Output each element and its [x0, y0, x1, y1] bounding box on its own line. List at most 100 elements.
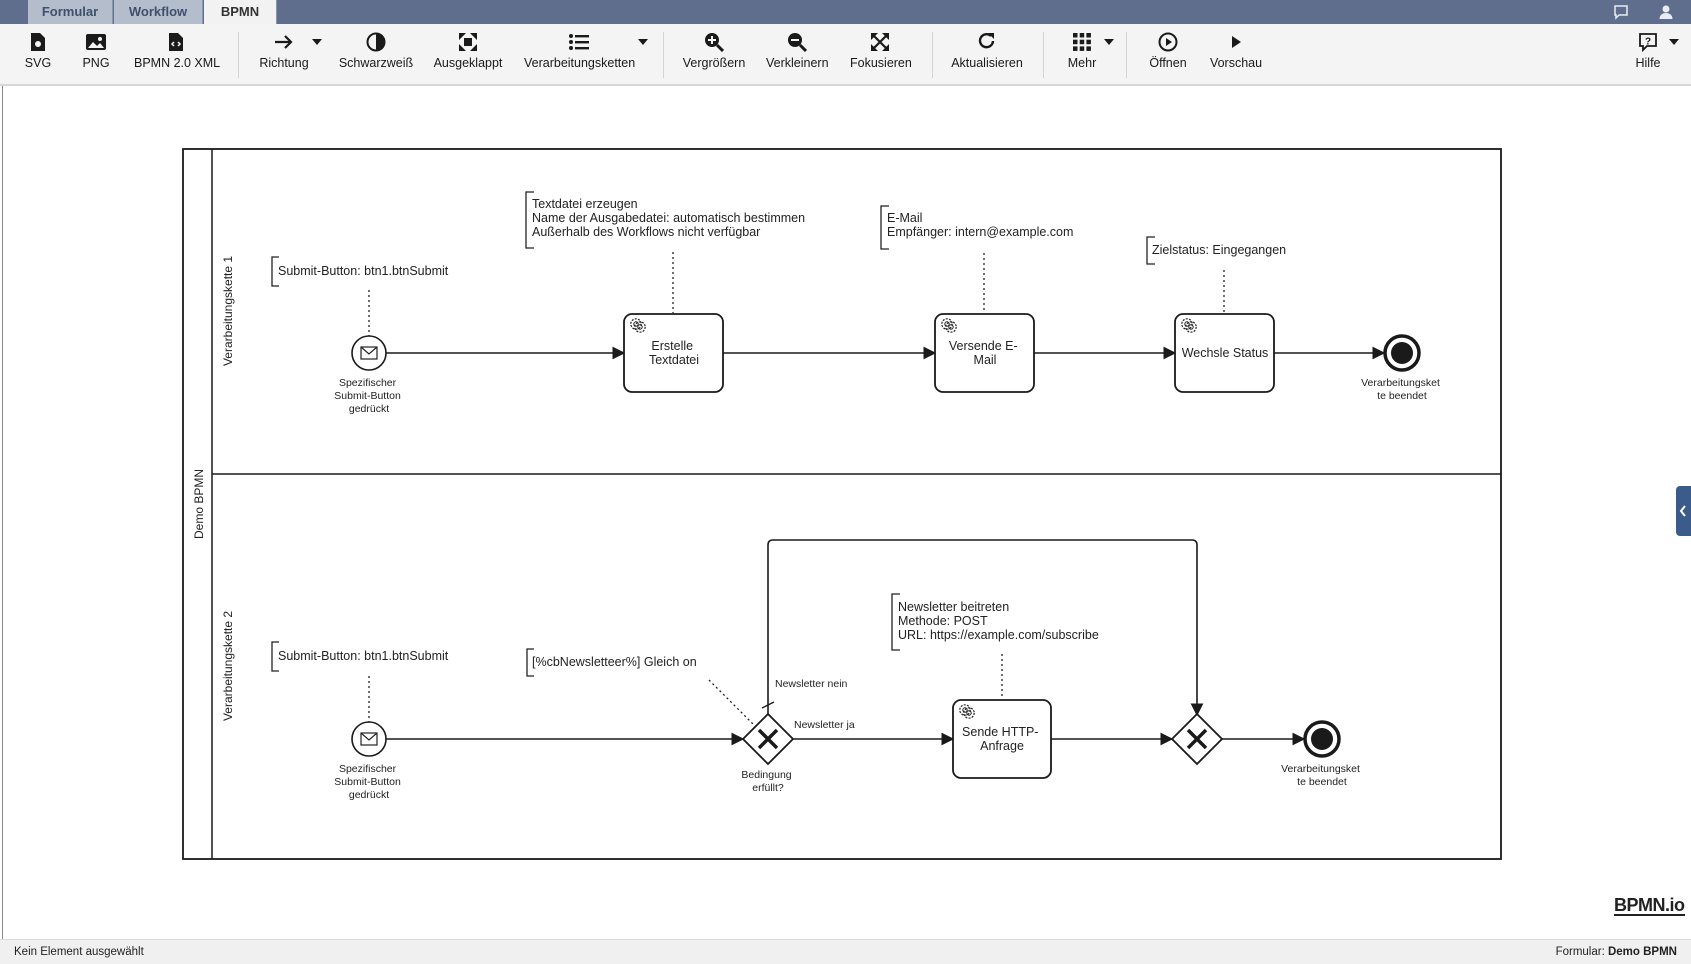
lane1-start-annotation: Submit-Button: btn1.btnSubmit	[278, 264, 449, 278]
flow-label-no: Newsletter nein	[775, 678, 848, 690]
form-status: Formular: Demo BPMN	[1556, 940, 1677, 964]
lane1-task-change-status[interactable]: Wechsle Status	[1174, 313, 1275, 393]
zoom-in-icon	[705, 33, 724, 52]
focus-button[interactable]: Fokusieren	[850, 32, 912, 82]
separator	[932, 32, 933, 78]
export-svg-button[interactable]: SVG	[20, 32, 56, 82]
expand-icon	[459, 33, 477, 51]
export-png-button[interactable]: PNG	[78, 32, 114, 82]
svg-text:?: ?	[1645, 37, 1651, 48]
comment-icon[interactable]	[1613, 4, 1629, 25]
direction-button[interactable]: Richtung	[256, 32, 312, 82]
zoom-in-label: Vergrößern	[682, 56, 746, 70]
arrow-right-icon	[275, 35, 293, 49]
file-image-icon	[31, 33, 45, 51]
refresh-label: Aktualisieren	[951, 56, 1023, 70]
lane-2-name: Verarbeitungskette 2	[221, 611, 235, 721]
export-svg-label: SVG	[24, 56, 52, 70]
side-panel-toggle[interactable]	[1676, 486, 1691, 536]
open-button[interactable]: Öffnen	[1146, 32, 1190, 82]
processing-chains-button[interactable]: Verarbeitungsketten	[524, 32, 636, 82]
user-icon[interactable]	[1658, 4, 1674, 25]
toolbar: SVG PNG BPMN 2.0 XML Richtung Schwarzwei…	[0, 24, 1691, 86]
export-xml-label: BPMN 2.0 XML	[134, 56, 221, 70]
bpmn-diagram: Demo BPMN Verarbeitungskette 1 Verarbeit…	[182, 148, 1502, 860]
form-status-label: Formular:	[1555, 946, 1605, 958]
direction-label: Richtung	[259, 56, 309, 70]
chevron-left-icon	[1679, 505, 1686, 517]
grid-icon	[1073, 33, 1091, 51]
contrast-icon	[366, 32, 386, 52]
separator	[1126, 32, 1127, 78]
zoom-in-button[interactable]: Vergrößern	[682, 32, 746, 82]
help-button[interactable]: ? Hilfe	[1630, 32, 1666, 82]
chevron-down-icon[interactable]	[1104, 38, 1114, 46]
play-icon	[1232, 36, 1241, 48]
zoom-out-button[interactable]: Verkleinern	[766, 32, 829, 82]
open-label: Öffnen	[1149, 56, 1187, 70]
play-circle-icon	[1158, 32, 1178, 52]
lane-1-name: Verarbeitungskette 1	[221, 256, 235, 366]
lane1-task3-annotation: Zielstatus: Eingegangen	[1152, 243, 1286, 257]
processing-chains-label: Verarbeitungsketten	[524, 56, 636, 70]
refresh-icon	[978, 33, 995, 49]
lane2-merge-gateway[interactable]	[1170, 712, 1224, 766]
lane2-start-label: Spezifischer Submit-Button gedrückt	[334, 763, 403, 801]
arrows-expand-icon	[871, 33, 889, 51]
focus-label: Fokusieren	[850, 56, 912, 70]
svg-text:Sende HTTP- Anfrage: Sende HTTP- Anfrage	[962, 725, 1042, 753]
preview-button[interactable]: Vorschau	[1206, 32, 1266, 82]
lane2-end-label: Verarbeitungsket te beendet	[1281, 763, 1363, 788]
svg-text:Wechsle Status: Wechsle Status	[1182, 346, 1269, 360]
svg-text:Erstelle Textdatei: Erstelle Textdatei	[649, 339, 699, 367]
separator	[663, 32, 664, 78]
lane1-task1-annotation: Textdatei erzeugen Name der Ausgabedatei…	[532, 197, 809, 239]
status-bar: Kein Element ausgewählt Formular: Demo B…	[0, 939, 1691, 964]
tab-bar: Formular Workflow BPMN	[0, 0, 1691, 24]
black-white-label: Schwarzweiß	[338, 56, 414, 70]
lane2-exclusive-gateway[interactable]	[741, 712, 795, 766]
expanded-label: Ausgeklappt	[433, 56, 503, 70]
list-icon	[569, 34, 589, 50]
preview-label: Vorschau	[1209, 56, 1263, 70]
lane2-task-annotation: Newsletter beitreten Methode: POST URL: …	[898, 600, 1099, 642]
file-code-icon	[169, 33, 183, 51]
flow-label-yes: Newsletter ja	[794, 719, 855, 731]
tab-workflow[interactable]: Workflow	[114, 0, 203, 24]
lane1-task-send-email[interactable]: Versende E- Mail	[934, 313, 1035, 393]
lane1-task-create-textfile[interactable]: Erstelle Textdatei	[623, 313, 724, 393]
tab-formular[interactable]: Formular	[28, 0, 113, 24]
lane2-end-event[interactable]	[1303, 720, 1341, 758]
expanded-button[interactable]: Ausgeklappt	[432, 32, 504, 82]
lane2-start-event[interactable]	[351, 721, 387, 757]
chevron-down-icon[interactable]	[312, 38, 322, 46]
export-xml-button[interactable]: BPMN 2.0 XML	[134, 32, 221, 82]
pool-name: Demo BPMN	[192, 469, 206, 539]
export-png-label: PNG	[82, 56, 110, 70]
more-label: Mehr	[1067, 56, 1097, 70]
pool[interactable]	[182, 148, 1502, 860]
bpmn-io-logo[interactable]: BPMN.io	[1614, 895, 1685, 916]
tab-bpmn[interactable]: BPMN	[204, 0, 277, 24]
lane1-task2-annotation: E-Mail Empfänger: intern@example.com	[887, 211, 1073, 239]
help-label: Hilfe	[1635, 56, 1661, 70]
separator	[238, 32, 239, 78]
chevron-down-icon[interactable]	[638, 38, 648, 46]
chevron-down-icon[interactable]	[1669, 38, 1679, 46]
black-white-button[interactable]: Schwarzweiß	[336, 32, 416, 82]
lane1-end-event[interactable]	[1383, 334, 1421, 372]
separator	[1043, 32, 1044, 78]
lane1-start-event[interactable]	[351, 335, 387, 371]
lane1-start-label: Spezifischer Submit-Button gedrückt	[334, 377, 403, 415]
selection-status: Kein Element ausgewählt	[14, 946, 144, 958]
lane2-gateway-label: Bedingung erfüllt?	[741, 769, 794, 794]
refresh-button[interactable]: Aktualisieren	[950, 32, 1024, 82]
form-status-value: Demo BPMN	[1607, 946, 1677, 958]
more-button[interactable]: Mehr	[1062, 32, 1102, 82]
lane2-task-send-http-request[interactable]: Sende HTTP- Anfrage	[952, 699, 1052, 779]
zoom-out-label: Verkleinern	[766, 56, 829, 70]
bpmn-canvas[interactable]: Demo BPMN Verarbeitungskette 1 Verarbeit…	[2, 86, 1691, 939]
image-icon	[86, 34, 106, 50]
help-icon: ?	[1639, 33, 1657, 52]
lane2-gateway-annotation: [%cbNewsletteer%] Gleich on	[532, 655, 697, 669]
